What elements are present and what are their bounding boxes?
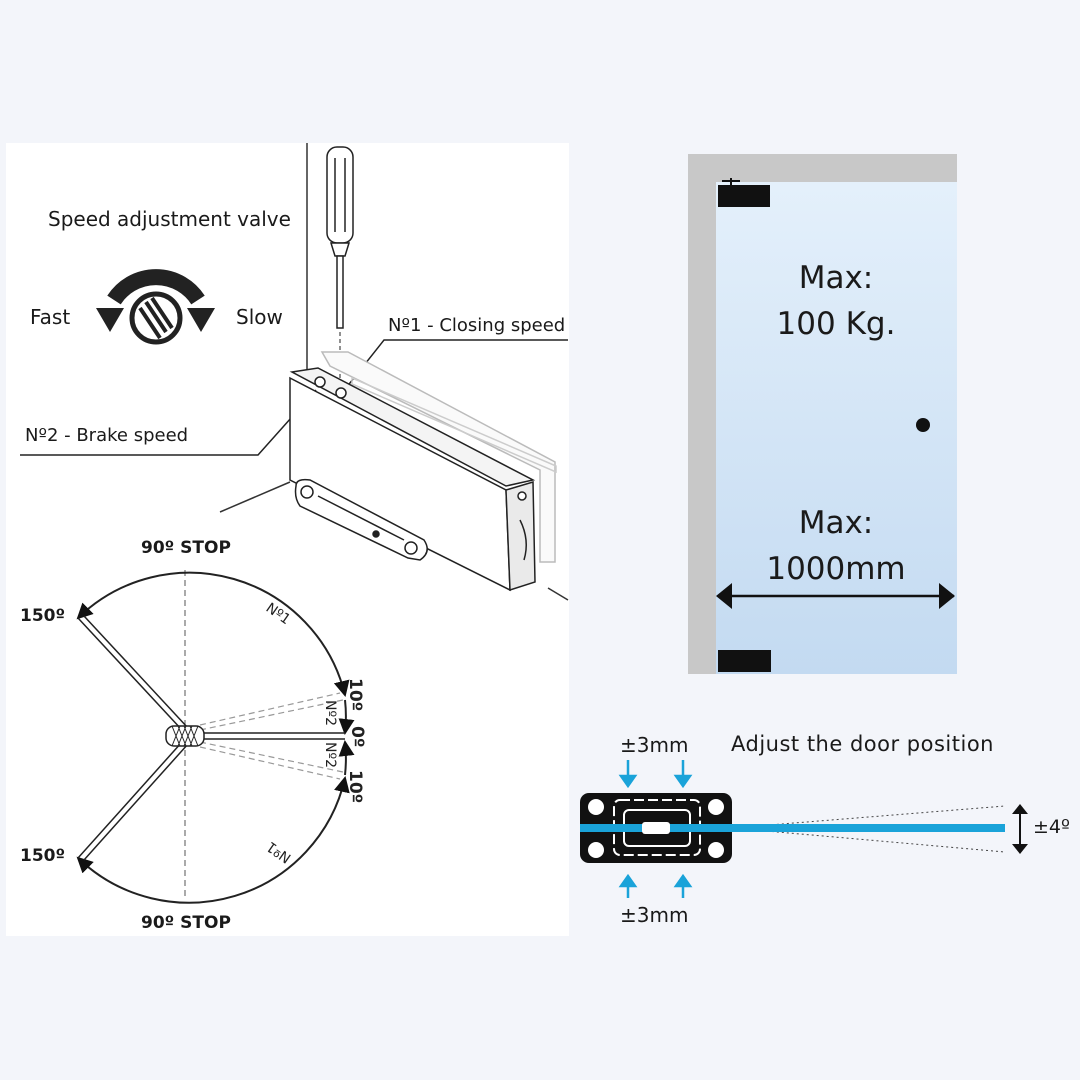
adjust-title: Adjust the door position <box>731 732 994 756</box>
offset-bottom-label: ±3mm <box>620 903 689 927</box>
offset-top-label: ±3mm <box>620 733 689 757</box>
arc-label-n2-top: Nº2 <box>322 700 338 726</box>
max-width-block: Max: 1000mm <box>716 500 956 592</box>
max-weight-line2: 100 Kg. <box>776 306 896 342</box>
angle-tolerance-label: ±4º <box>1033 816 1070 838</box>
door-illustration <box>688 154 957 674</box>
screwdriver-icon <box>326 146 354 388</box>
stop-top-label: 90º STOP <box>141 538 231 558</box>
arc-label-n1-top: Nº1 <box>263 600 293 628</box>
valve-title: Speed adjustment valve <box>48 207 291 231</box>
fast-label: Fast <box>30 305 71 329</box>
angle-150-top-label: 150º <box>20 606 66 626</box>
adjust-illustration <box>580 760 1028 898</box>
wall-lines <box>219 143 569 601</box>
door-handle-dot <box>916 418 930 432</box>
angle-0-label: 0º <box>347 726 367 747</box>
arc-label-n2-bottom: Nº2 <box>322 742 338 768</box>
brake-speed-label: Nº2 - Brake speed <box>25 425 189 446</box>
angle-diagram: Nº1 Nº2 Nº2 Nº1 10º 0º 10º <box>76 570 367 904</box>
angle-10-top-label: 10º <box>345 678 365 711</box>
max-width-line1: Max: <box>798 505 874 541</box>
stop-bottom-label: 90º STOP <box>141 913 231 933</box>
angle-150-bottom-label: 150º <box>20 846 66 866</box>
angle-10-bottom-label: 10º <box>345 770 365 803</box>
max-weight-line1: Max: <box>798 260 874 296</box>
max-width-line2: 1000mm <box>766 551 906 587</box>
arc-label-n1-bottom: Nº1 <box>264 838 294 866</box>
speed-valve-icon <box>96 269 215 345</box>
patch-fitting <box>289 351 557 592</box>
slow-label: Slow <box>236 305 283 329</box>
closing-speed-label: Nº1 - Closing speed <box>388 315 566 336</box>
max-weight-block: Max: 100 Kg. <box>716 255 956 347</box>
